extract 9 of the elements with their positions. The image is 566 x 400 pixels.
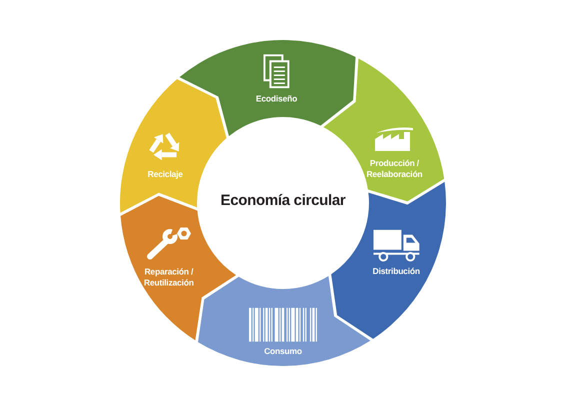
segment-label: Reparación / Reutilización: [142, 266, 195, 288]
segment-label: Producción / Reelaboración: [366, 158, 422, 180]
segment-label: Distribución: [372, 266, 420, 277]
segment-label: Ecodiseño: [256, 93, 298, 104]
segment-label: Consumo: [264, 346, 302, 356]
segment-label: Reciclaje: [148, 168, 183, 180]
ring-segment: [197, 275, 371, 366]
ring-segment: [179, 40, 356, 137]
center-label: Economía circular: [220, 192, 346, 210]
